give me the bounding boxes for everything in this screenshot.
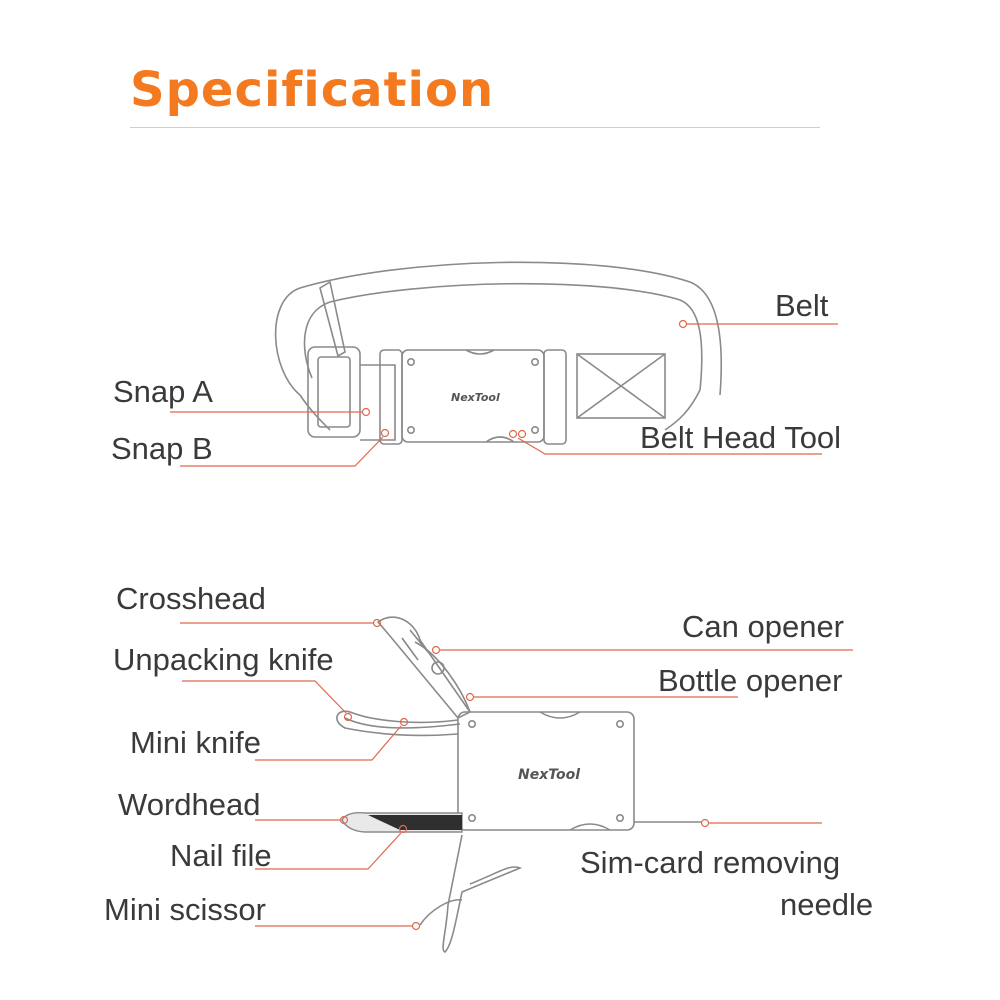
label-belt: Belt	[775, 288, 829, 323]
label-bottle-opener: Bottle opener	[658, 663, 843, 698]
title-divider	[130, 127, 820, 128]
label-can-opener: Can opener	[682, 609, 845, 644]
label-sim-needle-line2: needle	[780, 887, 874, 922]
belt-head-notch-top	[465, 349, 495, 355]
belt-keeper	[319, 280, 346, 358]
belt-band-right	[664, 389, 701, 431]
tool-illustration	[336, 616, 702, 953]
page-title: Specification	[130, 62, 495, 118]
belt-end-panel	[576, 353, 666, 419]
bottle-opener-arm	[414, 641, 471, 713]
label-sim-needle-line1: Sim-card removing	[580, 845, 841, 880]
tool-brand-logo: NexTool	[518, 767, 580, 783]
label-snap-a: Snap A	[113, 374, 213, 409]
label-mini-scissor: Mini scissor	[104, 892, 266, 927]
label-wordhead: Wordhead	[118, 787, 261, 822]
belt-band-inner	[303, 282, 703, 391]
mini-scissor	[442, 834, 523, 953]
belt-illustration	[274, 261, 723, 445]
belt-head-notch-bottom	[485, 436, 515, 443]
snap-b-loop	[360, 364, 396, 441]
belt-brand-logo: NexTool	[451, 391, 500, 404]
unpacking-knife	[336, 710, 459, 737]
snap-a-slot	[317, 356, 351, 428]
label-nail-file: Nail file	[170, 838, 272, 873]
tool-body-card	[457, 711, 635, 831]
snap-a-frame	[307, 346, 361, 438]
belt-clasp-right	[543, 349, 567, 445]
label-belt-head-tool: Belt Head Tool	[640, 420, 842, 455]
label-crosshead: Crosshead	[116, 581, 266, 616]
belt-band-outer	[274, 261, 723, 396]
mini-knife	[344, 717, 461, 729]
crosshead-arm	[376, 616, 472, 719]
label-mini-knife: Mini knife	[130, 725, 261, 760]
nail-file-blade	[341, 811, 463, 833]
tool-leaders	[180, 618, 853, 931]
belt-leaders	[170, 319, 838, 467]
label-unpacking-knife: Unpacking knife	[113, 642, 334, 677]
label-snap-b: Snap B	[111, 431, 213, 466]
